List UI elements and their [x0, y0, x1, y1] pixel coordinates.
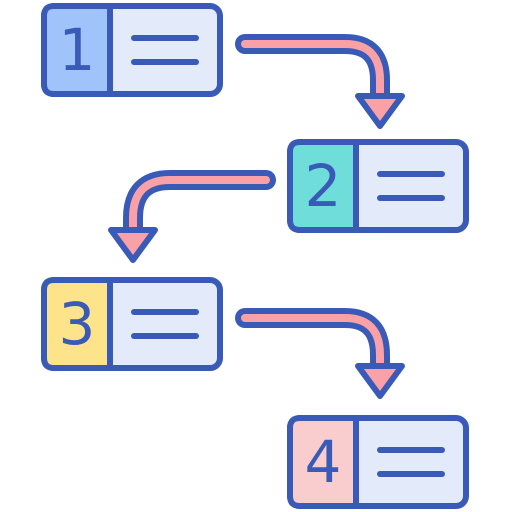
- number-badge: [287, 139, 359, 233]
- step-card-1: 1: [41, 3, 223, 97]
- step-number: 3: [59, 290, 96, 358]
- step-number: 4: [305, 428, 342, 496]
- step-card-2: 2: [287, 139, 469, 233]
- arrow-head-icon: [355, 93, 405, 129]
- arrow-1-to-2: [235, 34, 405, 129]
- arrow-head-icon: [355, 363, 405, 399]
- step-number: 1: [59, 16, 96, 84]
- step-card-4: 4: [287, 415, 469, 509]
- number-badge: [41, 277, 113, 371]
- arrow-2-to-3: [108, 170, 276, 263]
- curved-arrow-icon: [235, 308, 390, 376]
- curved-arrow-icon: [235, 34, 390, 106]
- arrow-head-icon: [108, 227, 158, 263]
- text-lines-icon: [377, 447, 445, 477]
- step-card-3: 3: [41, 277, 223, 371]
- text-lines-icon: [131, 309, 199, 339]
- curved-arrow-icon: [123, 170, 276, 240]
- text-lines-icon: [131, 35, 199, 65]
- number-badge: [287, 415, 359, 509]
- arrow-3-to-4: [235, 308, 405, 399]
- step-number: 2: [305, 152, 342, 220]
- number-badge: [41, 3, 113, 97]
- text-lines-icon: [377, 171, 445, 201]
